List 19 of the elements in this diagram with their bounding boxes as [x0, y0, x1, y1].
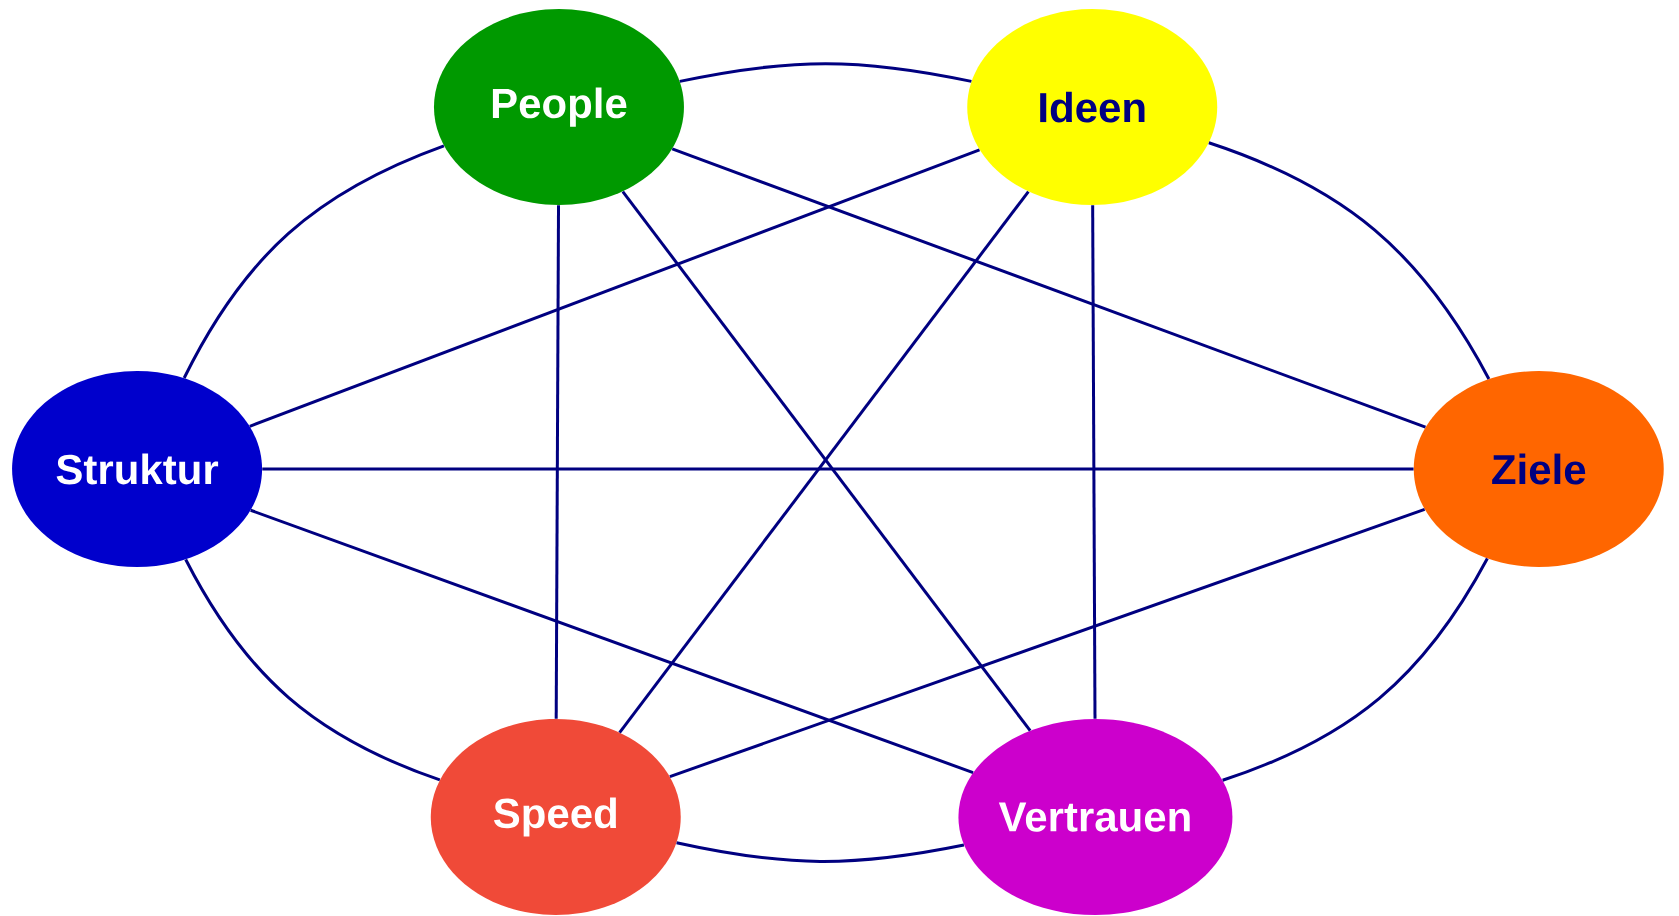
ellipse-node: Struktur: [12, 371, 263, 568]
line: [1091, 205, 1097, 719]
curved-line: [676, 841, 965, 863]
ellipse-node: Ziele: [1413, 371, 1664, 568]
ellipse-node: Ideen: [967, 9, 1218, 206]
line: [249, 148, 981, 428]
ellipse-node: Vertrauen: [958, 719, 1233, 916]
line: [669, 508, 1426, 779]
curved-line: [182, 144, 445, 379]
line: [262, 467, 1414, 471]
curved-line: [184, 558, 441, 782]
line: [671, 147, 1426, 429]
curved-line: [679, 62, 972, 83]
curved-line: [1222, 557, 1489, 782]
line: [554, 205, 560, 719]
curved-line: [1208, 141, 1491, 380]
ellipse-node: Speed: [430, 719, 681, 916]
line: [250, 508, 974, 775]
ellipse-node: People: [433, 9, 684, 206]
